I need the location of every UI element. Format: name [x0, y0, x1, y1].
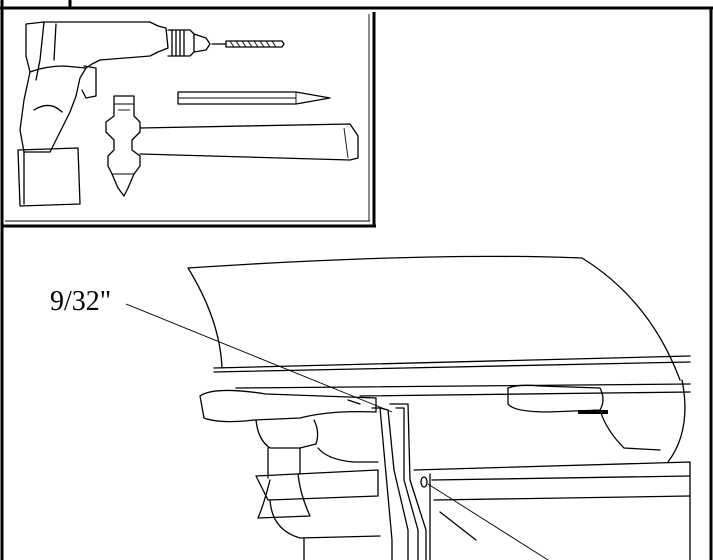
center-punch-icon	[177, 91, 331, 105]
panel-left-edge	[187, 267, 223, 369]
bracket-arm-right-b	[395, 407, 419, 560]
tools-inset	[2, 12, 376, 228]
right-clip	[507, 384, 604, 413]
box-top-edge	[413, 461, 691, 560]
panel-right-curve	[667, 379, 686, 463]
leader-lines	[125, 303, 549, 560]
drill-bit-icon	[211, 40, 285, 48]
top-panel-edge	[187, 255, 681, 381]
rail-top-b	[213, 361, 691, 373]
rail-mid	[235, 383, 691, 389]
lower-foot	[255, 469, 379, 501]
callout-leader-hole	[427, 483, 549, 560]
bracket-arm-right-a	[389, 403, 427, 560]
drill-icon	[17, 21, 211, 207]
drill-hole-marker	[420, 476, 428, 488]
hammer-icon	[105, 95, 359, 197]
bracket-arm-left-a	[371, 407, 393, 560]
rail-mid-b	[359, 391, 691, 397]
rail-top	[213, 355, 691, 369]
drill-bit-size-label: 9/32"	[50, 286, 111, 317]
left-clip	[199, 389, 377, 423]
callout-leader-9-32	[125, 303, 393, 413]
bracket-assembly	[187, 255, 691, 560]
